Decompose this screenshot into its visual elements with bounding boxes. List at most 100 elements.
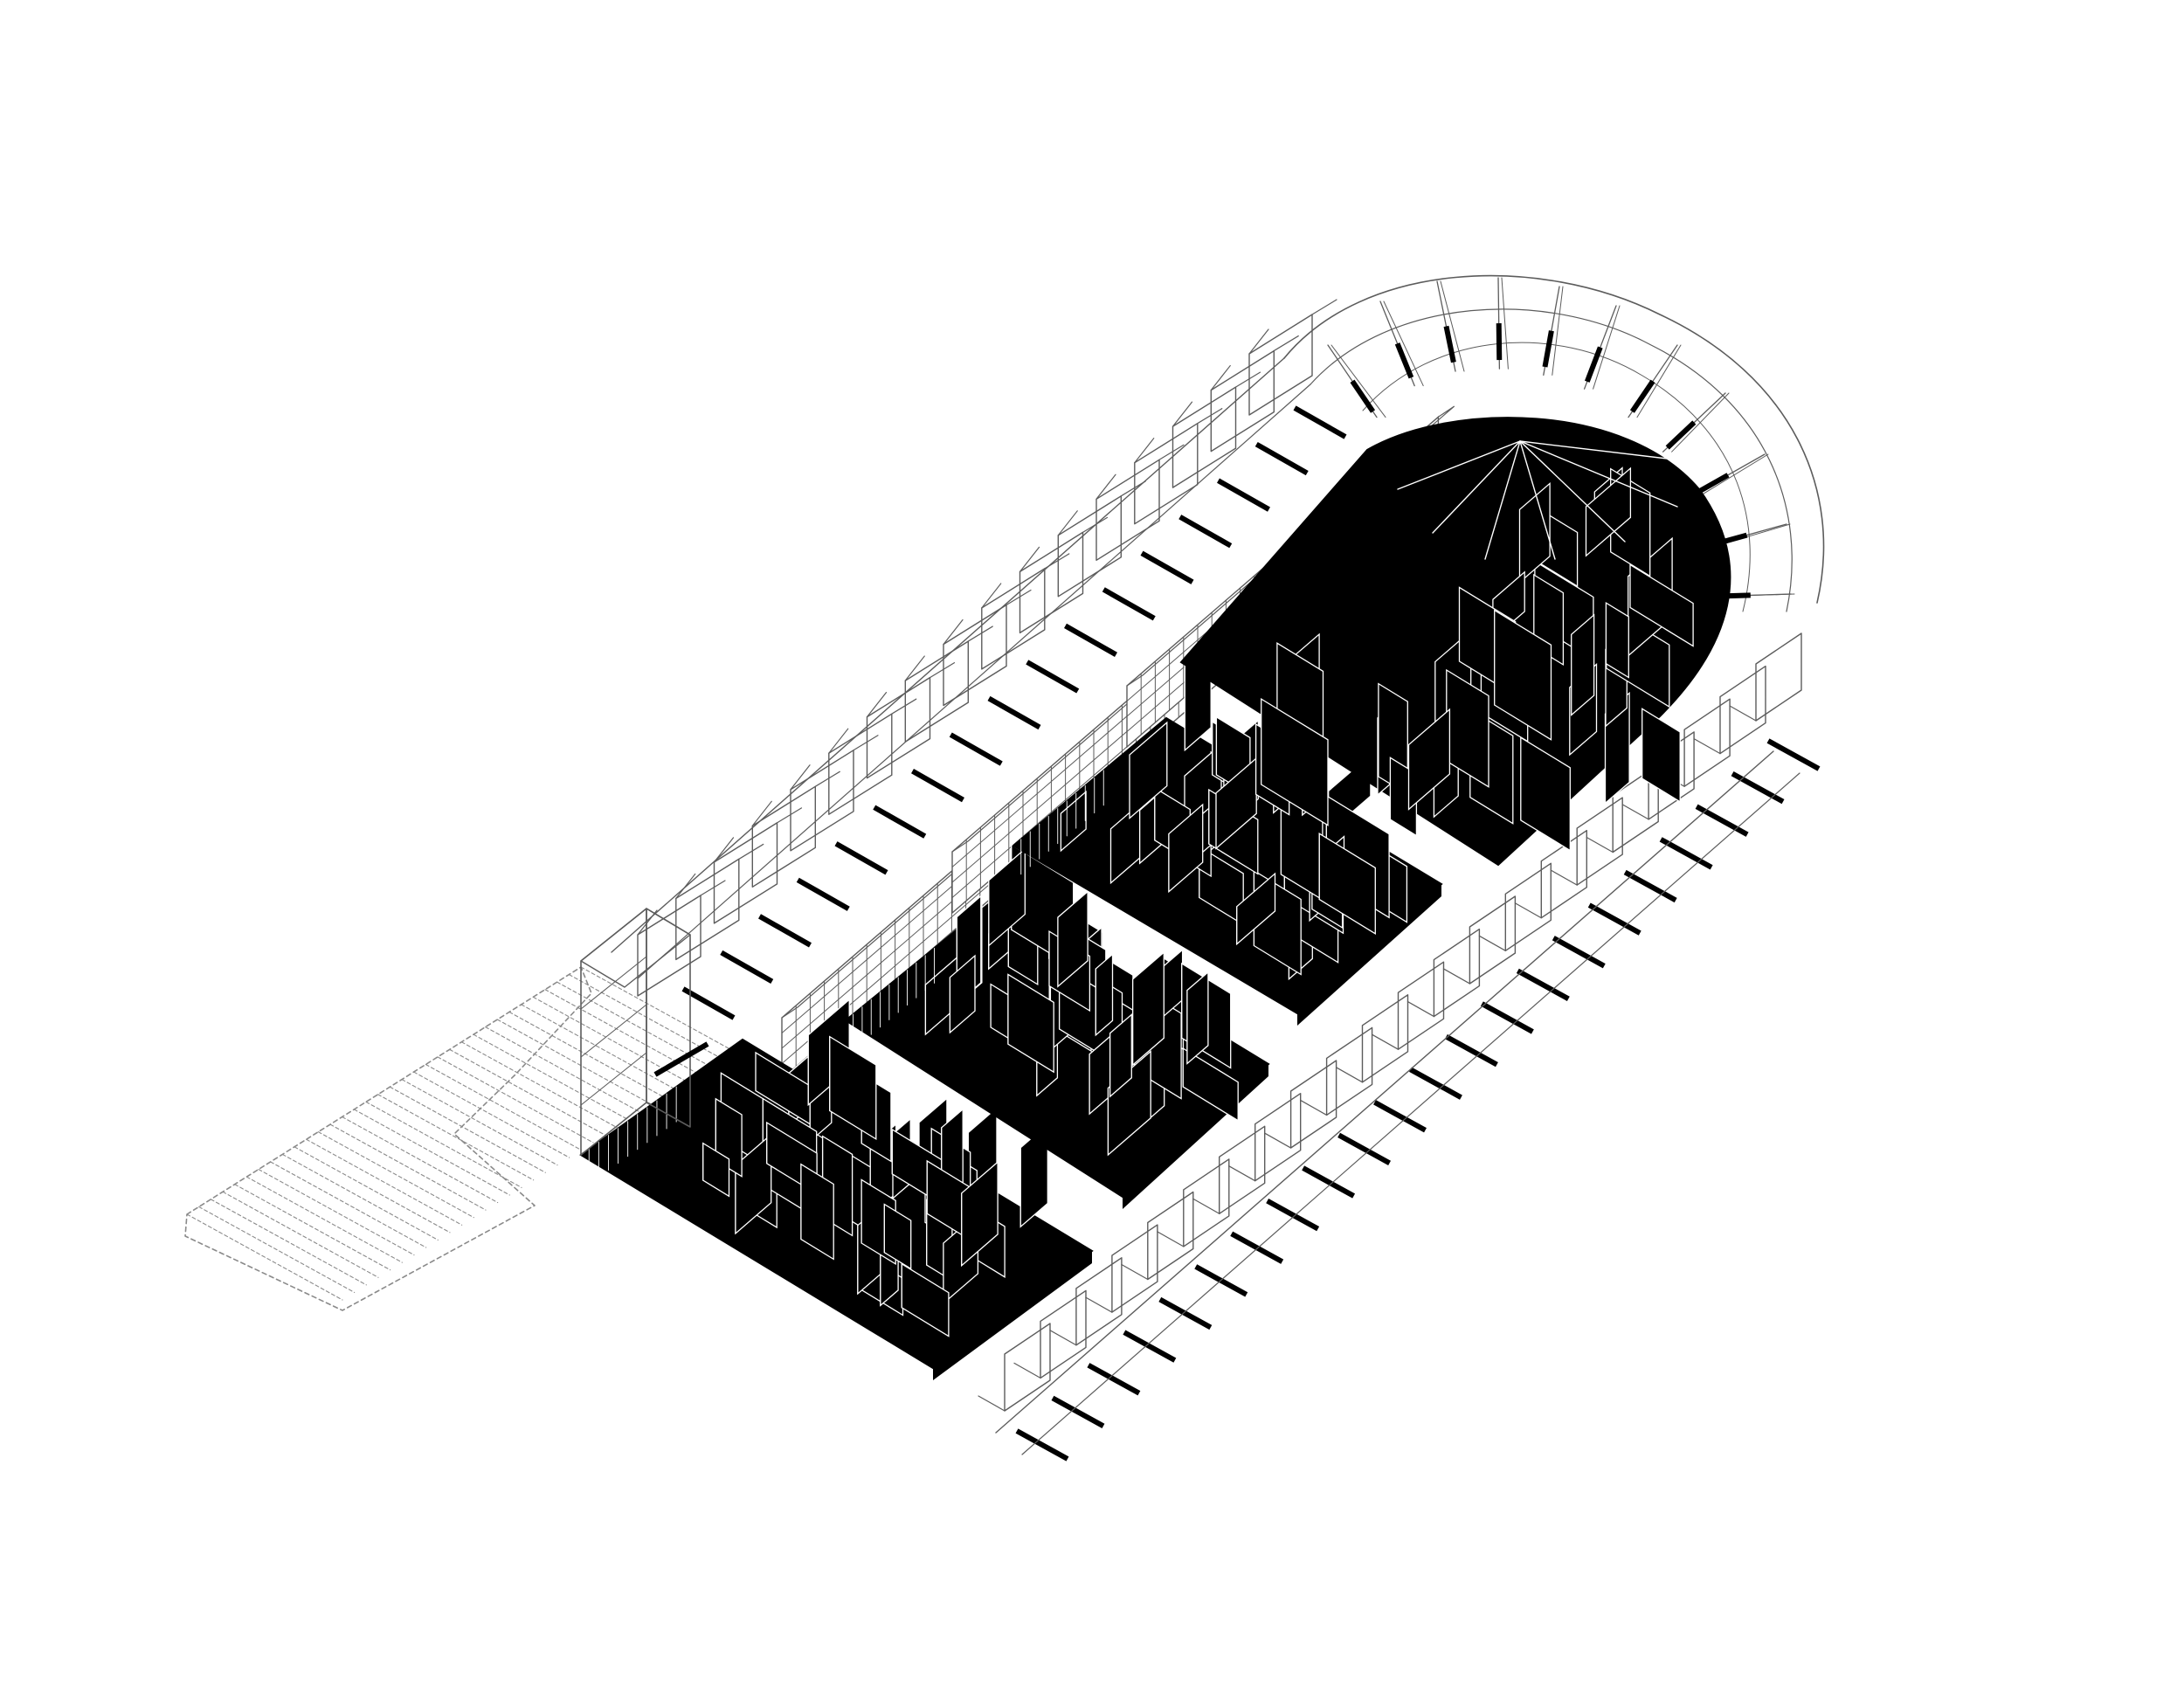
rounded-end-frame (1283, 274, 1825, 612)
frame-strut (1228, 1165, 1256, 1182)
frame-strut (1273, 335, 1299, 352)
frame-strut (738, 843, 764, 860)
frame-rail (637, 384, 1311, 979)
window-blade (1731, 771, 1785, 805)
window-blade (1350, 379, 1376, 413)
window-blade (1542, 330, 1554, 368)
window-blade (1026, 660, 1080, 694)
interior-wall (1095, 952, 1114, 1037)
frame-strut (1158, 444, 1185, 460)
frame-bay (1040, 1289, 1087, 1379)
interior-wall (1585, 466, 1632, 557)
frame-bay (1576, 797, 1623, 886)
frame-strut (1264, 1132, 1292, 1149)
outer-arc (1310, 308, 1793, 612)
stair-tread (473, 1033, 630, 1121)
window-blade (796, 877, 850, 911)
interior-wall (1571, 613, 1595, 716)
frame-strut (1442, 968, 1470, 985)
stair-tread (245, 1176, 403, 1263)
frame-strut (1693, 738, 1721, 755)
window-blade (1266, 1199, 1320, 1232)
structural-frame-back (611, 299, 1347, 1020)
frame-bay (1433, 928, 1481, 1018)
radial-rib (1593, 305, 1621, 390)
frame-bay (1397, 961, 1445, 1050)
stair-tread (270, 1161, 427, 1248)
window-blade (1178, 515, 1233, 549)
frame-bay (1755, 632, 1802, 722)
radial-rib (1671, 392, 1730, 453)
frame-strut (1371, 1033, 1400, 1050)
window-blade (1293, 405, 1347, 439)
stair-tread (294, 1146, 451, 1234)
frame-bay (1248, 314, 1313, 416)
floor-plate (1012, 639, 1443, 1026)
frame-bay (1683, 698, 1731, 787)
frame-strut (776, 807, 803, 824)
frame-bay (1289, 1060, 1337, 1149)
radial-rib (1636, 344, 1682, 418)
window-blade (1443, 325, 1456, 363)
frame-strut (828, 728, 849, 754)
frame-bay (1183, 1158, 1230, 1247)
frame-bay (828, 713, 893, 815)
frame-strut (967, 625, 993, 642)
frame-strut (1019, 546, 1040, 572)
window-blade (1254, 441, 1309, 476)
stair-tread (508, 1011, 666, 1099)
stair-tread (580, 966, 737, 1054)
window-blade (1051, 1395, 1105, 1429)
radial-rib (1501, 277, 1509, 370)
frame-strut (1085, 1296, 1113, 1313)
stair-tread (425, 1063, 582, 1151)
window-blade (1409, 1067, 1462, 1100)
frame-bay (1504, 862, 1552, 952)
window-blade (873, 805, 927, 839)
window-blade (681, 986, 736, 1020)
frame-strut (1049, 1330, 1077, 1346)
radial-rib (1440, 280, 1465, 372)
frame-bay (1075, 1257, 1123, 1346)
frame-strut (929, 662, 956, 679)
stair-tread (222, 1191, 379, 1278)
frame-strut (943, 618, 964, 646)
stair-tread (234, 1184, 391, 1271)
stair-tread (329, 1123, 487, 1211)
window-blade (653, 1041, 709, 1077)
frame-strut (1311, 299, 1337, 315)
stair-tread (353, 1109, 510, 1196)
floor-plate (1179, 417, 1731, 867)
window-blade (1552, 936, 1606, 969)
end-tower-frame (580, 908, 709, 1156)
frame-bay (751, 785, 816, 888)
stair-tread (306, 1138, 463, 1226)
floor-edge (933, 1251, 1092, 1380)
interior-wall (1518, 481, 1551, 584)
frame-bay (1147, 1191, 1194, 1281)
frame-bay (1210, 349, 1275, 453)
frame-strut (853, 735, 879, 751)
frame-bay (1254, 1092, 1302, 1182)
radial-rib (1552, 286, 1564, 376)
frame-strut (1192, 1198, 1220, 1214)
frame-bay (943, 604, 1007, 707)
frame-strut (790, 764, 811, 791)
window-blade (1394, 342, 1414, 379)
inner-arc (1362, 342, 1751, 612)
window-blade (1659, 837, 1713, 870)
frame-bay (1004, 1323, 1051, 1412)
window-blade (1015, 1428, 1069, 1462)
frame-strut (1006, 589, 1032, 606)
stair-tread (485, 1026, 642, 1114)
frame-strut (1234, 371, 1261, 388)
frame-rail (1021, 772, 1800, 1455)
roof-beam (1519, 440, 1556, 560)
frame-strut (1729, 705, 1757, 722)
frame-strut (751, 800, 772, 826)
stair-tread (437, 1056, 594, 1144)
staircase-ramp (184, 966, 737, 1311)
window-blade (949, 732, 1003, 766)
frame-strut (1197, 408, 1223, 425)
